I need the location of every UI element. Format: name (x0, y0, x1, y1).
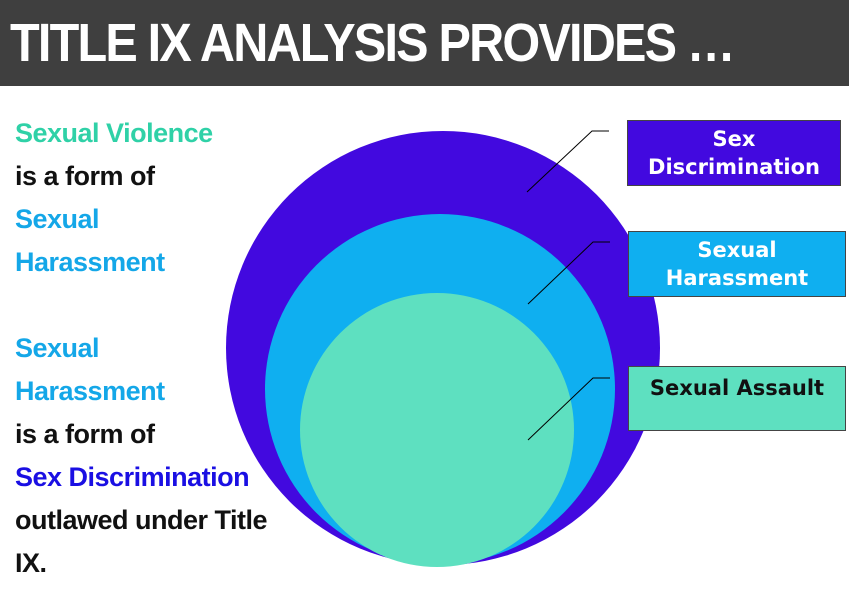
text-sexual-1: Sexual (15, 204, 100, 234)
label-sexual-assault-text: Sexual Assault (649, 376, 825, 400)
page-title: TITLE IX ANALYSIS PROVIDES … (10, 13, 736, 73)
text-sexual-violence: Sexual Violence (15, 118, 213, 148)
text-is-a-form-of-2: is a form of (15, 419, 155, 449)
leader-line-sexual-assault (527, 377, 610, 441)
text-ix: IX. (15, 548, 47, 578)
label-sex-discrimination-line1: Sex (712, 127, 756, 151)
text-harassment-1: Harassment (15, 247, 165, 277)
leader-line-sex-discrimination (526, 130, 609, 193)
text-is-a-form-of-1: is a form of (15, 161, 155, 191)
text-sex-discrimination: Sex Discrimination (15, 462, 250, 492)
text-harassment-2: Harassment (15, 376, 165, 406)
label-sexual-harassment-line1: Sexual (697, 238, 777, 262)
label-sex-discrimination-line2: Discrimination (648, 155, 820, 179)
label-sexual-harassment-line2: Harassment (665, 266, 809, 290)
text-outlawed-under: outlawed under Title (15, 505, 268, 535)
leader-line-sexual-harassment (527, 241, 610, 305)
title-bar: TITLE IX ANALYSIS PROVIDES … (0, 0, 849, 86)
text-sexual-2: Sexual (15, 333, 100, 363)
label-sex-discrimination: Sex Discrimination (627, 120, 841, 186)
label-sexual-assault: Sexual Assault (628, 366, 846, 431)
label-sexual-harassment: Sexual Harassment (628, 231, 846, 297)
explanation-text: Sexual Violence is a form of Sexual Hara… (15, 112, 295, 585)
inner-circle-sexual-assault (300, 293, 574, 567)
